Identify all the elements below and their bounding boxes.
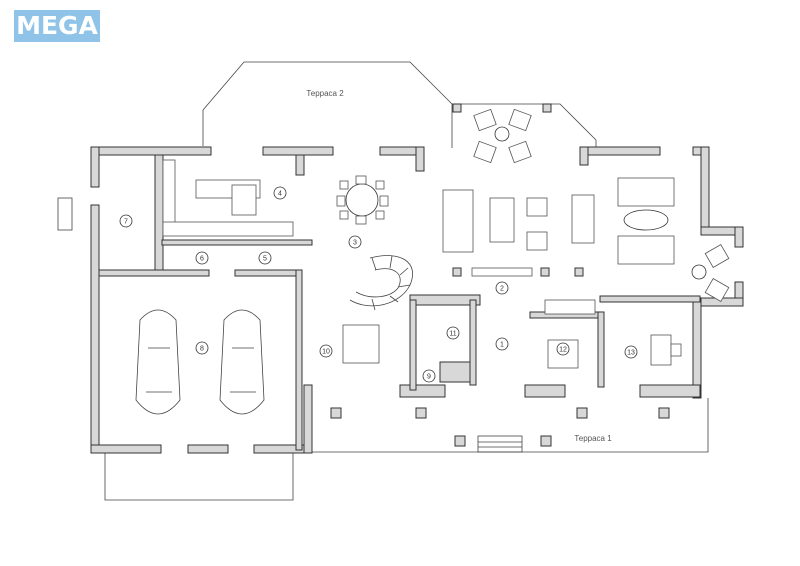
- mega-logo: MEGA: [14, 10, 100, 42]
- terrace-posts: [330, 103, 670, 447]
- bay-furniture: [691, 244, 730, 302]
- room-number: 12: [559, 347, 567, 354]
- room-number: 9: [427, 374, 431, 381]
- outer-walls: [90, 146, 744, 454]
- room-number: 7: [124, 219, 128, 226]
- terrace-1-outline: [309, 397, 709, 453]
- terrace-1-label: Терраса 1: [574, 434, 612, 443]
- sunroom-furniture: [473, 108, 532, 164]
- room-number: 8: [200, 346, 204, 353]
- room-number: 5: [263, 256, 267, 263]
- interior-walls: [98, 154, 701, 451]
- room-number: 3: [353, 240, 357, 247]
- room-labels: 1 2 3 4 5 6 7 8 9 10 11 12 13: [119, 186, 638, 383]
- terrace-2-outline: [202, 61, 453, 148]
- room-number: 2: [500, 286, 504, 293]
- living-furniture: [442, 177, 675, 315]
- garage-cars: [135, 309, 265, 415]
- kitchen: [162, 159, 294, 237]
- terrace-2-label: Терраса 2: [306, 89, 344, 98]
- spiral-staircase: [349, 255, 413, 311]
- room-number: 6: [200, 256, 204, 263]
- room-number: 13: [627, 350, 635, 357]
- room-number: 10: [322, 349, 330, 356]
- room-number: 1: [500, 342, 504, 349]
- room-number: 4: [278, 191, 282, 198]
- entry-steps: [57, 197, 523, 453]
- bay-outline: [452, 103, 597, 150]
- room-number: 11: [449, 331, 456, 338]
- dining-table: [336, 175, 389, 225]
- garage-apron: [104, 452, 294, 501]
- bedroom-office-furniture: [342, 324, 682, 369]
